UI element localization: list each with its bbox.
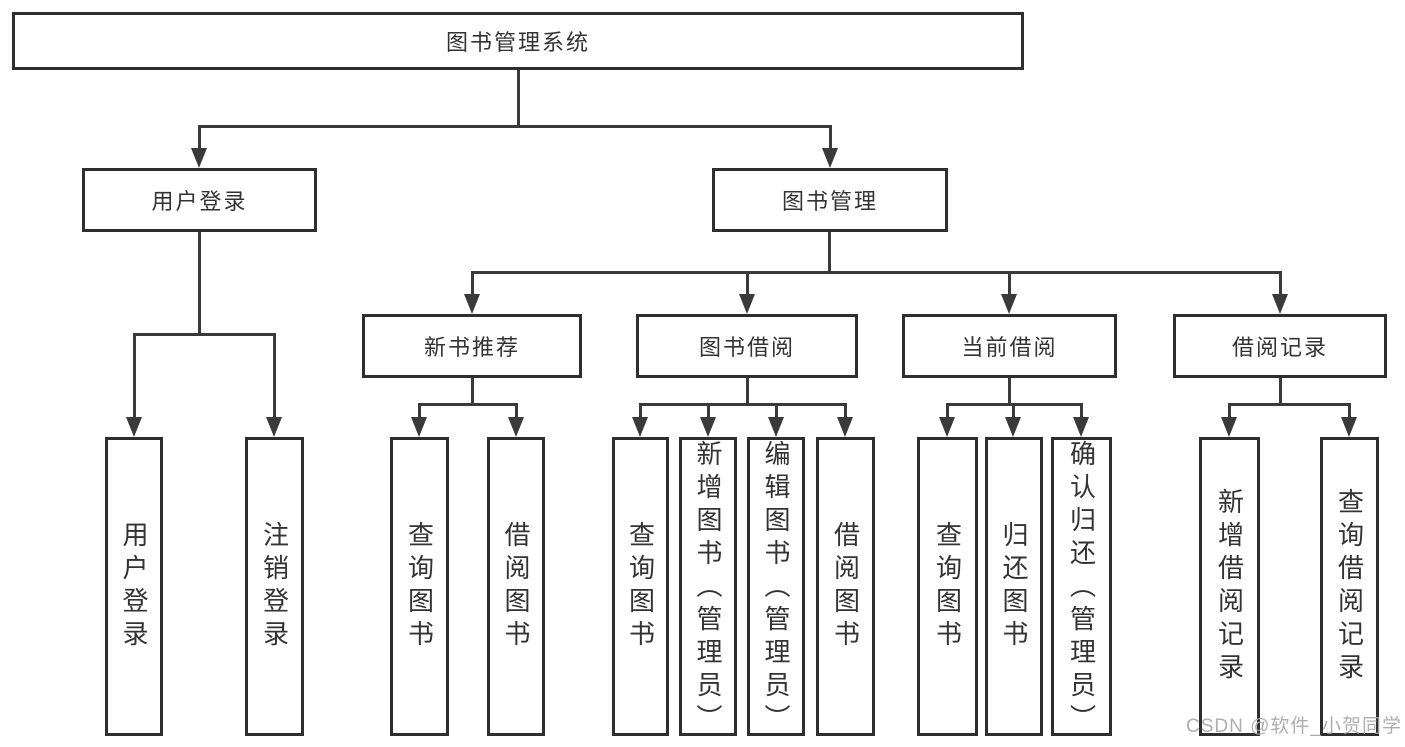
connector-leaf [1348,403,1351,418]
connector-to-book-management [829,125,832,152]
node-query-books-borrowing: 查询图书 [612,437,669,736]
connector-bookmgmt-bar [471,271,1281,274]
connector-leaf [418,403,421,418]
node-new-book-recommend: 新书推荐 [362,314,582,378]
connector-leaf [1228,403,1231,418]
connector-newbook-bar [418,403,518,406]
connector-newbook-stem [471,378,474,406]
connector-userlogin-bar [133,333,276,336]
arrow-down-icon [739,294,755,314]
node-add-borrow-record: 新增借阅记录 [1199,437,1260,736]
node-confirm-return-admin: 确认归还（管理员） [1051,437,1112,737]
node-query-books-recommend: 查询图书 [390,437,449,736]
connector-to-login-leaf [133,333,136,419]
arrow-down-icon [266,417,282,437]
connector-leaf [1012,403,1015,418]
connector-root-stem [517,70,520,127]
node-borrow-books-recommend: 借阅图书 [487,437,545,736]
connector-to-current-borrowing [1008,271,1011,296]
node-current-borrowing: 当前借阅 [902,314,1117,378]
connector-to-logout-leaf [273,333,276,419]
connector-current-stem [1008,378,1011,406]
connector-leaf [946,403,949,418]
node-user-login-branch: 用户登录 [82,168,317,232]
connector-records-stem [1279,378,1282,406]
connector-leaf [707,403,710,418]
arrow-down-icon [508,417,524,437]
arrow-down-icon [1341,417,1357,437]
connector-bookmgmt-stem [828,232,831,274]
arrow-down-icon [1001,294,1017,314]
connector-borrowing-stem [746,378,749,406]
node-book-management: 图书管理 [712,168,948,232]
arrow-down-icon [939,417,955,437]
node-query-borrow-record: 查询借阅记录 [1320,437,1379,736]
connector-leaf [639,403,642,418]
connector-leaf [515,403,518,418]
arrow-down-icon [411,417,427,437]
connector-borrowing-bar [639,403,847,406]
node-user-login: 用户登录 [105,437,163,736]
node-edit-books-admin: 编辑图书（管理员） [747,437,805,737]
csdn-watermark: CSDN @软件_小贺同学 [1186,716,1402,737]
arrow-down-icon [191,148,207,168]
node-query-books-current: 查询图书 [917,437,978,736]
node-library-system: 图书管理系统 [12,12,1024,70]
connector-to-book-borrowing [746,271,749,296]
arrow-down-icon [1005,417,1021,437]
connector-to-new-book [471,271,474,296]
connector-leaf [775,403,778,418]
node-book-borrowing: 图书借阅 [636,314,858,378]
arrow-down-icon [768,417,784,437]
node-return-books: 归还图书 [985,437,1043,736]
arrow-down-icon [126,417,142,437]
arrow-down-icon [700,417,716,437]
connector-to-user-login [198,125,201,152]
node-add-books-admin: 新增图书（管理员） [679,437,737,737]
node-logout: 注销登录 [245,437,304,736]
node-borrowing-records: 借阅记录 [1173,314,1387,378]
connector-records-bar [1228,403,1350,406]
node-borrow-books: 借阅图书 [816,437,875,736]
arrow-down-icon [632,417,648,437]
arrow-down-icon [1221,417,1237,437]
connector-userlogin-stem [198,232,201,336]
arrow-down-icon [837,417,853,437]
connector-root-bar [198,125,831,128]
connector-leaf [844,403,847,418]
connector-leaf [1080,403,1083,418]
arrow-down-icon [1272,294,1288,314]
arrow-down-icon [1073,417,1089,437]
arrow-down-icon [464,294,480,314]
connector-to-borrowing-records [1279,271,1282,296]
arrow-down-icon [822,148,838,168]
